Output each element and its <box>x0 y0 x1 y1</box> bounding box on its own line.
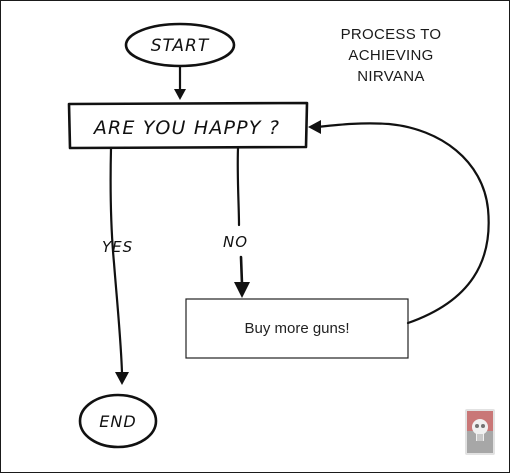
action-label: Buy more guns! <box>244 320 349 337</box>
loop-back-edge-line <box>315 122 490 325</box>
diagram-title: PROCESS TO ACHIEVING NIRVANA <box>341 26 442 85</box>
no-edge-line-bottom <box>239 255 244 286</box>
decision-label: ARE YOU HAPPY ? <box>92 117 280 139</box>
start-node: START <box>124 22 236 68</box>
yes-edge-line <box>109 146 124 375</box>
start-label: START <box>151 36 210 56</box>
yes-edge-arrowhead <box>115 372 129 385</box>
action-box <box>185 298 409 359</box>
start-to-decision-arrowhead <box>174 89 186 100</box>
end-node: END <box>78 393 158 449</box>
title-line-1: PROCESS TO <box>341 26 442 43</box>
no-edge-label: NO <box>223 233 248 251</box>
yes-edge-label: YES <box>102 238 133 256</box>
skull-flag-icon <box>465 409 495 455</box>
title-line-3: NIRVANA <box>357 68 424 85</box>
end-label: END <box>99 412 136 431</box>
decision-box <box>67 101 309 150</box>
action-node: Buy more guns! <box>185 298 409 359</box>
loop-back-arrowhead <box>308 120 321 134</box>
end-oval <box>78 393 158 449</box>
no-edge-line-top <box>236 146 241 227</box>
title-line-2: ACHIEVING <box>348 47 433 64</box>
no-edge-arrowhead <box>234 282 250 298</box>
decision-node: ARE YOU HAPPY ? <box>67 101 309 150</box>
